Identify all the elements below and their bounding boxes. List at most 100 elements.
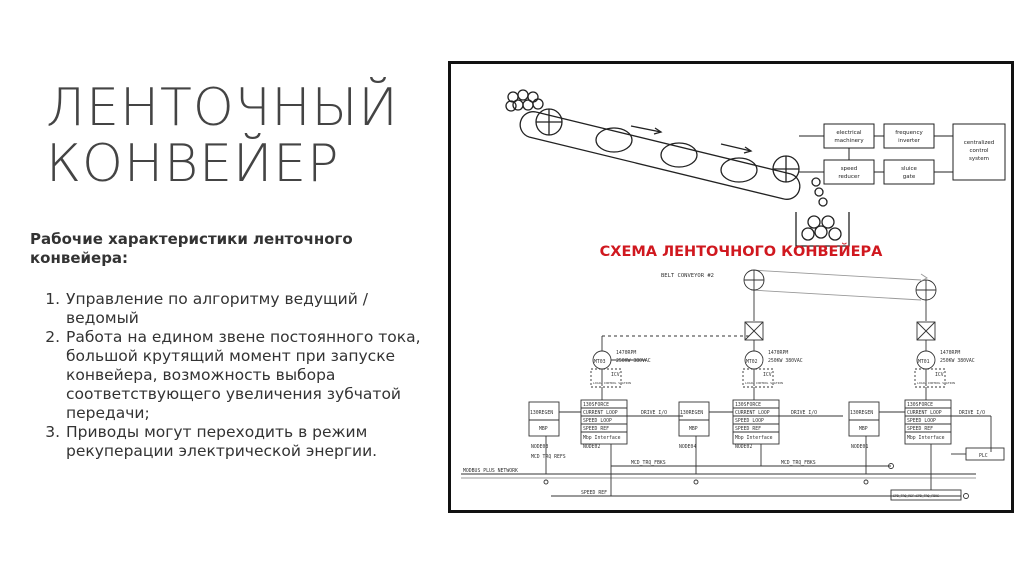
subheading: Рабочие характеристики ленточного конвей… [30, 230, 353, 267]
mbp-label: MBP [859, 426, 868, 432]
slide-title: ЛЕНТОЧНЫЙ КОНВЕЙЕР [46, 80, 399, 192]
drive-io-label: DRIVE I/O [791, 410, 817, 416]
motor-spec-rpm: 1470RPM [616, 350, 636, 356]
local-control-label: LOCAL CONTROL STATION [917, 381, 955, 385]
node-label: NODE03 [531, 444, 548, 450]
title-line-2: КОНВЕЙЕР [46, 134, 340, 194]
title-line-1: ЛЕНТОЧНЫЙ [46, 78, 399, 138]
direction-arrow-2 [720, 143, 752, 152]
local-control-label: LOCAL CONTROL STATION [593, 381, 631, 385]
mbp-interface-label: Mbp Interface [907, 435, 945, 441]
conveyor-diagram: electrical machinery frequency inverter … [461, 89, 1006, 501]
motor-spec-power: 250KW 380VAC [768, 358, 803, 364]
bottom-ref-label: SPD_TRQ_REF+SPD_TRQ_FBKS [893, 494, 939, 498]
mbp-label: MBP [689, 426, 698, 432]
current-loop-label: CURRENT LOOP [583, 410, 618, 416]
list-item-number: 2. [45, 328, 60, 346]
motor-spec-rpm: 1470RPM [940, 350, 960, 356]
drive-cabinet-3 [848, 387, 992, 452]
icv-label: ICV [611, 372, 620, 378]
bottom-ref-box [890, 489, 962, 501]
receiving-bin-icon [795, 212, 850, 247]
drive-pulley-right-icon [772, 155, 800, 183]
belt-conveyor-label: BELT CONVEYOR #2 [661, 273, 714, 279]
block-diagram [799, 123, 1006, 185]
mcd-fbks-label: MCD_TRQ_FBKS [781, 460, 816, 466]
regen-label: 130REGEN [850, 410, 873, 416]
mbp-label: MBP [539, 426, 548, 432]
drive-io-label: DRIVE I/O [641, 410, 667, 416]
idler-roller-2 [660, 142, 698, 168]
list-item-number: 3. [45, 423, 60, 441]
mbp-interface-label: Mbp Interface [583, 435, 621, 441]
mcd-fbks-label: MCD_TRQ_FBKS [631, 460, 666, 466]
centralized-label: centralized [964, 140, 995, 146]
plc-label: PLC [979, 453, 988, 459]
sluice-label: sluice [901, 166, 917, 172]
belt-right-end [783, 173, 801, 200]
machinery-label: machinery [834, 138, 864, 144]
belt-conveyor-schematic: BELT CONVEYOR #2 [461, 269, 1005, 501]
list-item: 3. Приводы могут переходить в режим реку… [30, 423, 430, 461]
motor-group-mt02 [742, 290, 774, 388]
motor-spec-power: 250KW 380VAC [940, 358, 975, 364]
speed-reducer-box [823, 159, 875, 185]
frequency-label: frequency [895, 130, 923, 136]
motor-label-mt02: MT02 [746, 359, 758, 365]
speed-ref-label: SPEED REF [907, 426, 933, 432]
list-item: 1. Управление по алгоритму ведущий / вед… [30, 290, 430, 328]
centralized-control-box [952, 123, 1006, 181]
list-item-text: Управление по алгоритму ведущий / ведомы… [66, 290, 368, 327]
reducer-label: reducer [838, 174, 860, 180]
current-loop-label: CURRENT LOOP [735, 410, 770, 416]
diagram-caption: СХЕМА ЛЕНТОЧНОГО КОНВЕЙЕРА [600, 243, 883, 260]
force-label: 130SFORCE [907, 402, 933, 408]
motor-group-mt01 [914, 300, 946, 388]
speed-loop-label: SPEED LOOP [735, 418, 764, 424]
gate-label: gate [903, 174, 916, 180]
node-label: NODE02 [735, 444, 752, 450]
speed-loop-label: SPEED LOOP [583, 418, 612, 424]
motor-spec-power: 250KW 380VAC [616, 358, 651, 364]
list-item-number: 1. [45, 290, 60, 308]
drive-pulley-left-icon [535, 108, 563, 136]
speed-ref-bus-label: SPEED REF [581, 490, 607, 496]
current-loop-label: CURRENT LOOP [907, 410, 942, 416]
force-label: 130SFORCE [735, 402, 761, 408]
regen-label: 130REGEN [680, 410, 703, 416]
icv-label: ICV [763, 372, 772, 378]
motor-group-mt03 [590, 350, 646, 388]
belt-bottom-line [528, 136, 785, 200]
motor-spec-rpm: 1470RPM [768, 350, 788, 356]
electrical-label: electrical [836, 130, 862, 136]
direction-arrow-1 [630, 125, 662, 133]
list-item-text: Приводы могут переходить в режим рекупер… [66, 423, 378, 460]
list-item-text: Работа на едином звене постоянного тока,… [66, 328, 421, 422]
speed-label: speed [841, 166, 858, 172]
node-label: NODE02 [583, 444, 600, 450]
motor-label-mt03: MT03 [594, 359, 606, 365]
speed-loop-label: SPEED LOOP [907, 418, 936, 424]
idler-roller-1 [595, 127, 633, 153]
belt-top-line [535, 111, 792, 175]
drive-io-label: DRIVE I/O [959, 410, 985, 416]
drive-cabinet-1 [528, 387, 683, 445]
system-label: system [969, 156, 989, 162]
list-item: 2. Работа на едином звене постоянного то… [30, 328, 430, 423]
local-control-label: LOCAL CONTROL STATION [745, 381, 783, 385]
frequency-inverter-box [883, 123, 935, 149]
conveyor-illustration [505, 89, 850, 247]
icv-label: ICV [935, 372, 944, 378]
force-label: 130SFORCE [583, 402, 609, 408]
characteristics-list: 1. Управление по алгоритму ведущий / вед… [30, 290, 430, 461]
falling-material-icon [811, 177, 828, 207]
motor-label-mt01: MT01 [918, 359, 930, 365]
inverter-label: inverter [898, 138, 920, 144]
node-label: NODE04 [679, 444, 696, 450]
control-label: control [969, 148, 989, 154]
belt-left-end [519, 111, 537, 138]
electrical-machinery-box [823, 123, 875, 149]
modbus-label: MODBUS PLUS NETWORK [463, 468, 518, 474]
sluice-gate-box [883, 159, 935, 185]
node-label: NODE01 [851, 444, 868, 450]
